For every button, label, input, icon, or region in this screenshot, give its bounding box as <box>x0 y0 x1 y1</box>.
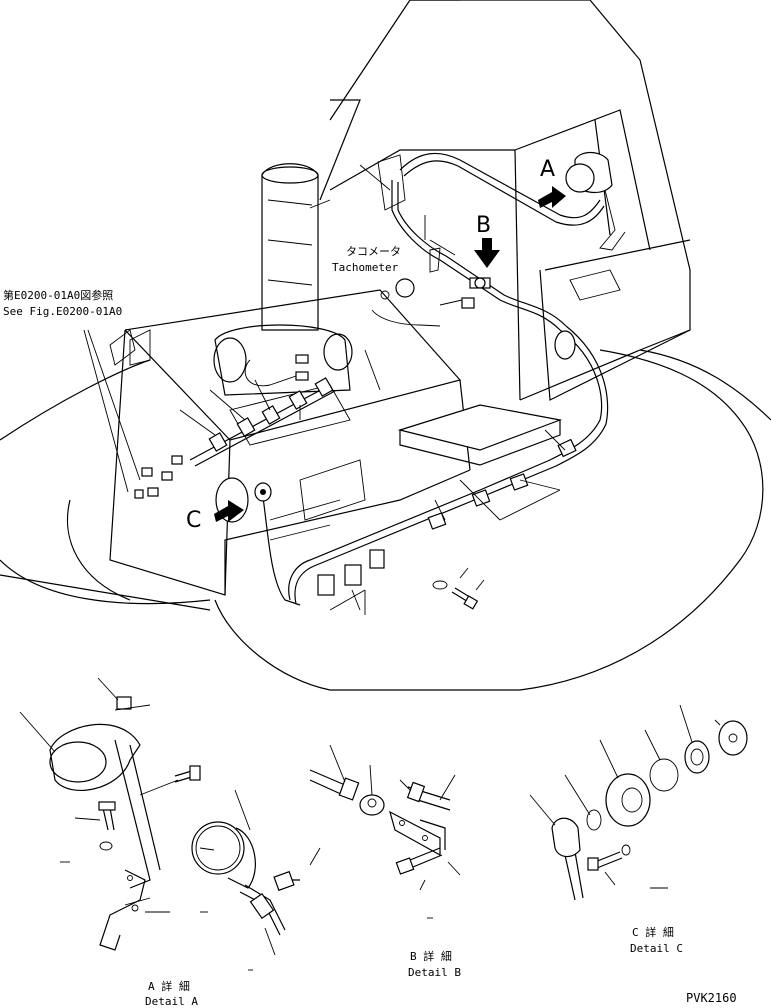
detail-a <box>19 677 321 971</box>
detail-b <box>309 744 461 919</box>
arrow-c-icon <box>214 500 244 522</box>
callout-b-label: B <box>476 213 491 238</box>
detail-a-en-label: Detail A <box>145 995 198 1008</box>
drawing-id-label: PVK2160 <box>686 991 737 1005</box>
leader-lines-main <box>83 164 566 615</box>
callout-a-label: A <box>540 157 555 182</box>
machine-outline <box>0 0 771 691</box>
tachometer-cable-route <box>134 151 626 610</box>
callout-c-label: C <box>186 508 201 533</box>
detail-c <box>529 704 748 901</box>
arrow-b-icon <box>474 238 500 268</box>
tachometer-en-label: Tachometer <box>332 261 399 274</box>
detail-b-jp-label: B 詳 細 <box>410 949 452 963</box>
arrow-a-icon <box>538 186 566 208</box>
see-fig-en-label: See Fig.E0200-01A0 <box>3 305 122 318</box>
callout-arrows <box>214 186 566 522</box>
detail-c-en-label: Detail C <box>630 942 683 955</box>
detail-a-jp-label: A 詳 細 <box>148 979 190 993</box>
detail-b-en-label: Detail B <box>408 966 461 979</box>
see-fig-jp-label: 第E0200-01A0図参照 <box>3 288 113 302</box>
detail-c-jp-label: C 詳 細 <box>632 925 674 939</box>
tachometer-jp-label: タコメータ <box>346 245 401 258</box>
